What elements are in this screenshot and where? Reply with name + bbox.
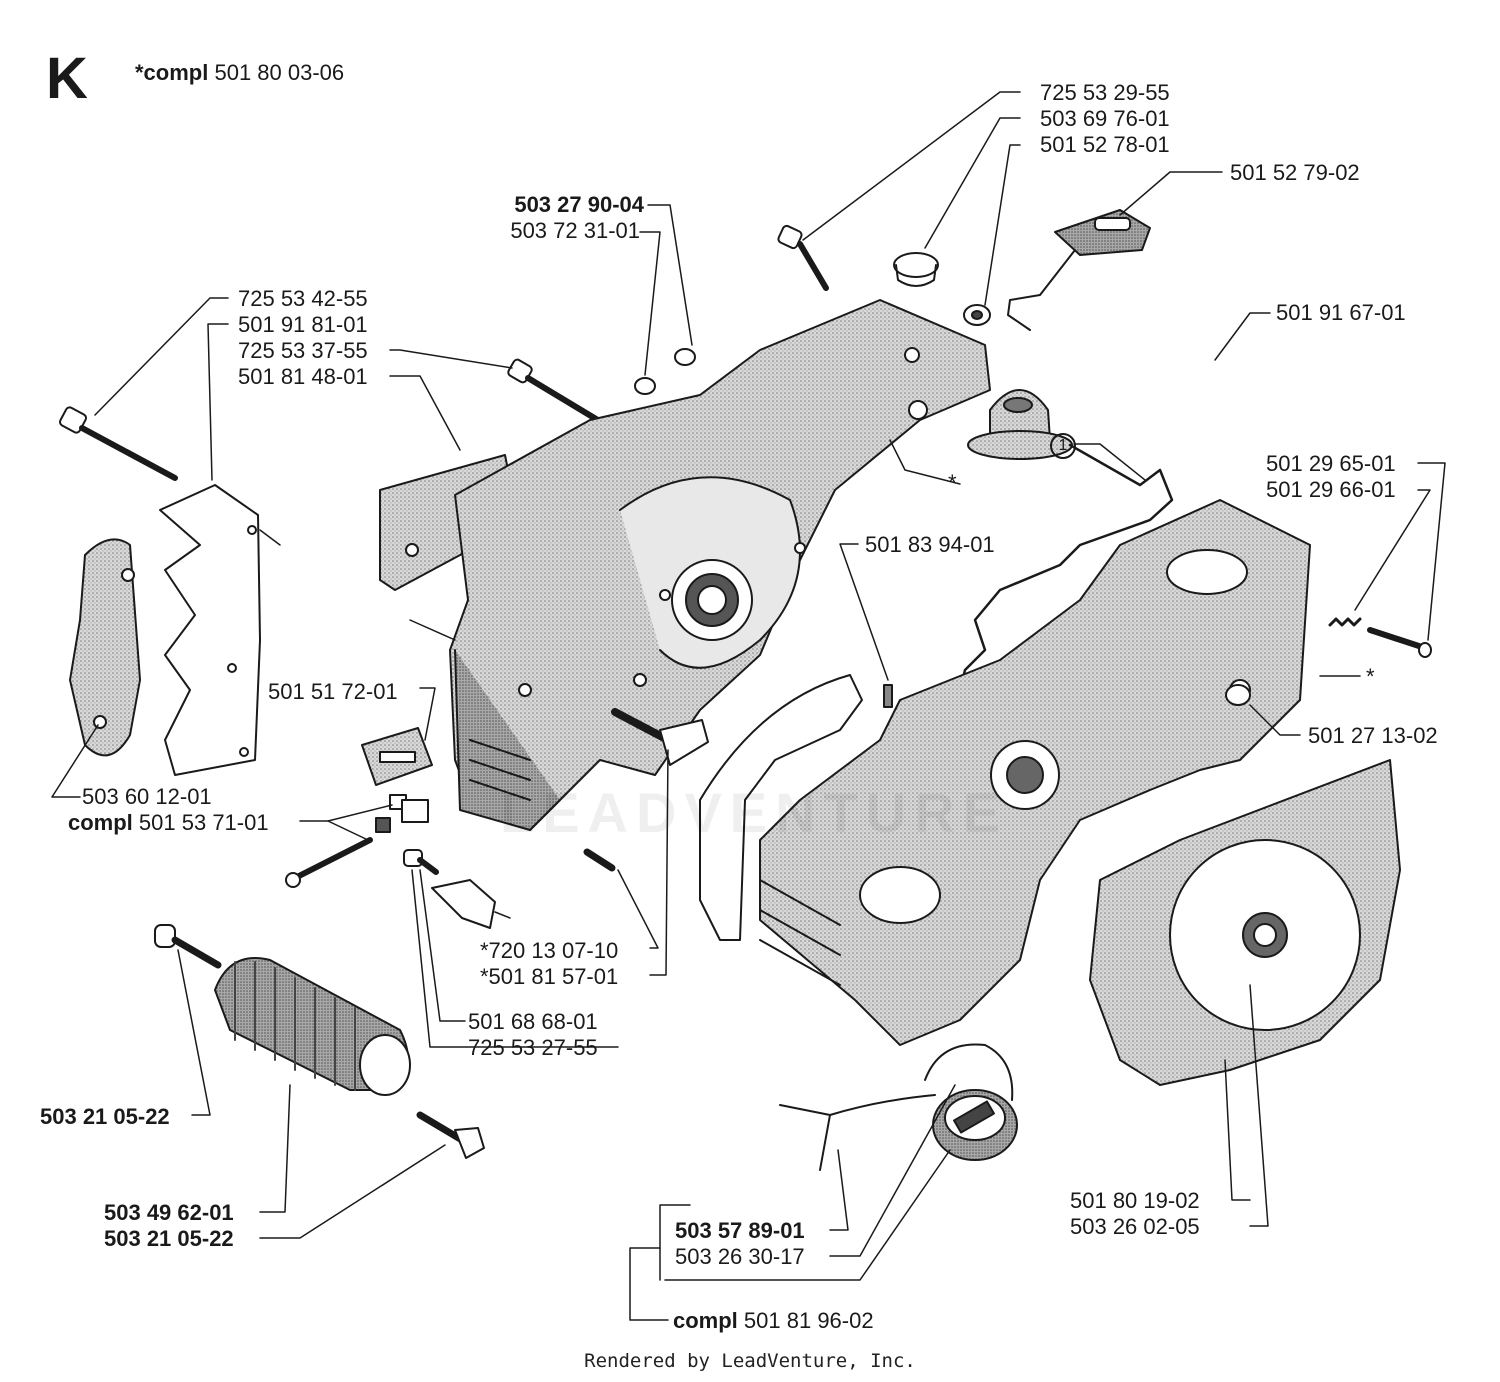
star-marker-a: *: [948, 470, 957, 495]
tank-cap-part: [967, 389, 1073, 460]
crankcase-left-part: [449, 299, 991, 831]
adjuster-screw-part: [611, 708, 709, 766]
dowel-pin-part: [583, 848, 616, 872]
part-label-501-80-19-02: 501 80 19-02: [1070, 1188, 1200, 1213]
pin-part: [883, 684, 893, 708]
part-label-503-60-12-01: 503 60 12-01: [82, 784, 212, 809]
part-label-503-21-05-22-b: 503 21 05-22: [104, 1226, 234, 1251]
part-label-501-53-71-01: compl 501 53 71-01: [68, 810, 269, 835]
gasket-part: [958, 443, 1174, 692]
rubber-plug-part: [893, 252, 939, 287]
fan-housing-part: [1089, 759, 1401, 1086]
handle-part: [1007, 209, 1151, 331]
bracket-part: [403, 849, 496, 929]
part-label-501-51-72-01: 501 51 72-01: [268, 679, 398, 704]
part-label-501-91-67-01: 501 91 67-01: [1276, 300, 1406, 325]
oil-cap-part: [779, 1043, 1018, 1171]
part-label-501-91-81-01: 501 91 81-01: [238, 312, 368, 337]
part-label-503-72-31-01: 503 72 31-01: [510, 218, 640, 243]
tensioner-part: [285, 794, 429, 888]
part-label-725-53-29-55: 725 53 29-55: [1040, 80, 1170, 105]
long-bolt-part: [59, 406, 178, 481]
callout-number: 1: [1050, 433, 1076, 459]
shield-plate-part: [159, 484, 261, 776]
part-label-720-13-07-10: *720 13 07-10: [480, 938, 619, 963]
part-label-503-27-90-04: 503 27 90-04: [514, 192, 644, 217]
bellows-part: [154, 924, 485, 1159]
part-label-503-57-89-01: 503 57 89-01: [675, 1218, 805, 1243]
part-label-501-52-78-01: 501 52 78-01: [1040, 132, 1170, 157]
leader-lines: [51, 91, 1446, 1321]
chain-guard-plate-part: [69, 538, 141, 757]
section-letter: K: [46, 46, 88, 111]
render-credit: Rendered by LeadVenture, Inc.: [584, 1350, 916, 1372]
part-label-503-26-02-05: 503 26 02-05: [1070, 1214, 1200, 1239]
buffer-block-part: [361, 727, 433, 786]
spring-screw-part: [1328, 617, 1432, 658]
part-label-725-53-42-55: 725 53 42-55: [238, 286, 368, 311]
crankcase-right-part: [759, 499, 1311, 1046]
part-label-501-68-68-01: 501 68 68-01: [468, 1009, 598, 1034]
part-label-725-53-37-55: 725 53 37-55: [238, 338, 368, 363]
part-label-725-53-27-55: 725 53 27-55: [468, 1035, 598, 1060]
part-label-501-27-13-02: 501 27 13-02: [1308, 723, 1438, 748]
watermark-text: LEADVENTURE: [500, 781, 1009, 844]
part-label-501-81-96-02: compl 501 81 96-02: [673, 1308, 874, 1333]
part-label-503-21-05-22-a: 503 21 05-22: [40, 1104, 170, 1129]
part-label-501-81-48-01: 501 81 48-01: [238, 364, 368, 389]
part-label-503-49-62-01: 503 49 62-01: [104, 1200, 234, 1225]
grommet-part: [1225, 684, 1251, 706]
part-label-501-29-66-01: 501 29 66-01: [1266, 477, 1396, 502]
bolt-725-53-29-55-part: [777, 224, 829, 291]
part-label-503-69-76-01: 503 69 76-01: [1040, 106, 1170, 131]
star-marker-b: *: [1366, 664, 1375, 689]
compl-main-label: *compl 501 80 03-06: [135, 60, 345, 85]
washer-part: [963, 304, 991, 326]
part-label-501-29-65-01: 501 29 65-01: [1266, 451, 1396, 476]
intake-gasket-part: [699, 674, 863, 941]
part-label-501-81-57-01: *501 81 57-01: [480, 964, 619, 989]
part-label-503-26-30-17: 503 26 30-17: [675, 1244, 805, 1269]
part-label-501-52-79-02: 501 52 79-02: [1230, 160, 1360, 185]
part-label-501-83-94-01: 501 83 94-01: [865, 532, 995, 557]
nut-pair-part: [634, 348, 696, 395]
bolt-725-53-37-55-part: [507, 358, 609, 428]
